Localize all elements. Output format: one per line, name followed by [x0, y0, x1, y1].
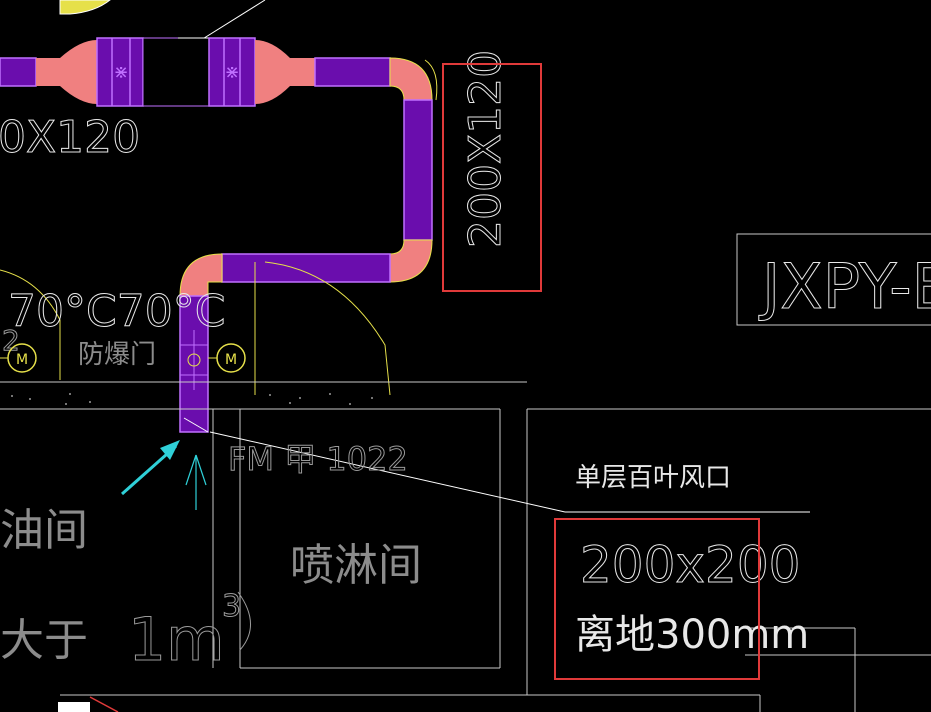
number-2-label: 2	[2, 324, 20, 357]
blast-door-label: 防爆门	[78, 340, 156, 370]
grille-height-label: 离地300mm	[575, 612, 809, 658]
room-label-left: 油间	[0, 505, 88, 556]
cyan-pointer-arrow-icon	[121, 440, 180, 496]
motor-circle-icon: M	[7, 343, 37, 373]
yellow-equipment-fragment	[59, 0, 111, 15]
leader-line-grille	[209, 431, 566, 513]
svg-text:M: M	[16, 352, 28, 368]
door-swing-right	[264, 261, 391, 396]
duct-size-label-vertical: 200X120	[460, 50, 511, 248]
grille-size-label: 200x200	[580, 536, 800, 594]
supply-duct-lower	[221, 253, 391, 283]
concrete-hatch	[11, 393, 373, 405]
note-one-meter: 1m	[128, 605, 225, 675]
svg-text:⋇: ⋇	[224, 62, 239, 83]
airflow-up-arrow-icon	[185, 454, 207, 510]
door-code-label: FM 甲 1022	[228, 440, 408, 478]
fire-damper-temp-label: 70°C70°C	[8, 286, 225, 337]
supply-duct-top: ⋇ ⋇	[0, 37, 433, 107]
svg-text:⋇: ⋇	[113, 62, 128, 83]
note-greater-than: 大于	[0, 615, 88, 666]
building-walls	[0, 381, 931, 712]
equipment-tag-label: JXPY-E	[758, 250, 931, 323]
door-swing-left	[0, 269, 61, 380]
svg-text:M: M	[225, 352, 237, 368]
number-3-label: 3	[222, 589, 241, 624]
grille-type-label: 单层百叶风口	[575, 463, 731, 493]
white-block	[58, 702, 90, 712]
room-label-spray: 喷淋间	[290, 540, 422, 591]
equipment-tag-frame	[736, 233, 931, 326]
duct-elbow-lower-right	[389, 239, 433, 283]
highlight-box-duct-size	[442, 63, 542, 292]
motor-circle-icon: M	[216, 343, 246, 373]
supply-duct-vertical	[403, 99, 433, 241]
highlight-box-grille	[554, 518, 760, 680]
duct-size-label-left: 0X120	[0, 112, 140, 163]
